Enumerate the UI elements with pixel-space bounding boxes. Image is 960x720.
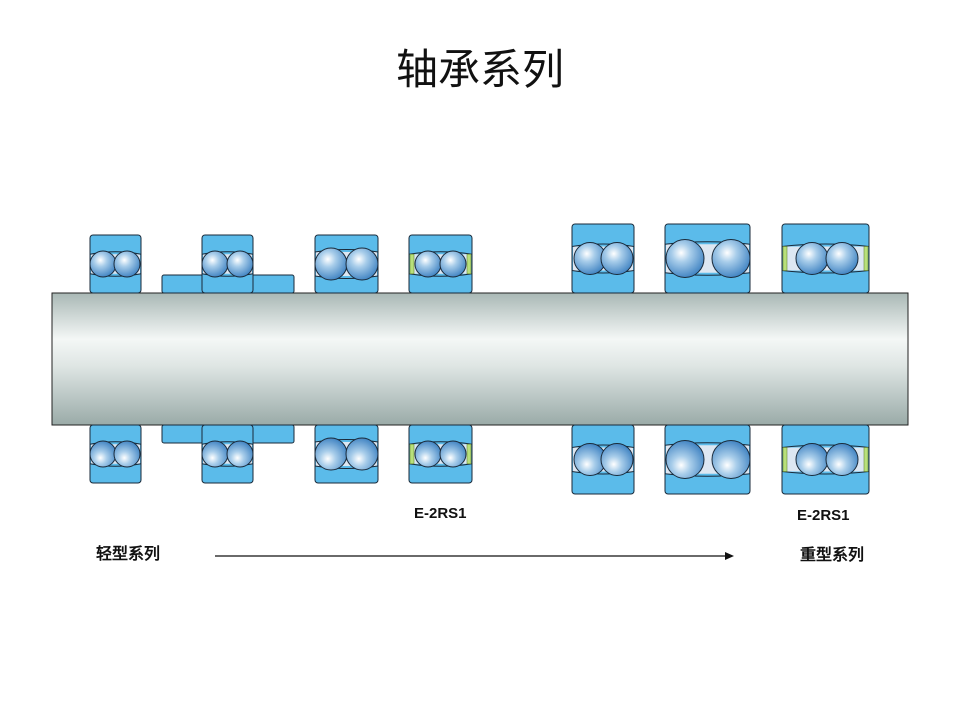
shaft (51, 292, 909, 426)
ball (226, 440, 254, 468)
ball (414, 250, 442, 278)
ball (113, 250, 141, 278)
seal (863, 246, 869, 271)
ball (439, 250, 467, 278)
ball (201, 440, 229, 468)
light-series-label: 轻型系列 (96, 544, 161, 563)
ball (600, 242, 634, 275)
ball (795, 443, 829, 476)
ball (711, 440, 751, 479)
ball (665, 440, 705, 479)
bearing-2-with-sleeve-bottom (161, 424, 295, 484)
bearing-1-bottom (89, 424, 142, 484)
seal (782, 246, 788, 271)
heavy-series-label: 重型系列 (800, 545, 865, 564)
ball (825, 443, 859, 476)
ball (113, 440, 141, 468)
bearing-2-with-sleeve-top (161, 234, 295, 294)
ball (201, 250, 229, 278)
seal (863, 447, 869, 472)
bearing-6-bottom (664, 424, 751, 495)
bearing-6-top (664, 223, 751, 294)
seal (466, 443, 472, 465)
bearing-4-sealed-top (408, 234, 473, 294)
ball (89, 250, 117, 278)
ball (314, 247, 348, 281)
seal (409, 443, 415, 465)
page-title: 轴承系列 (395, 45, 564, 94)
seal-label-heavy: E-2RS1 (797, 507, 850, 524)
ball (345, 247, 379, 281)
seal (409, 253, 415, 275)
bearing-3-bottom (314, 424, 379, 484)
progression-arrow (215, 552, 734, 560)
bearing-7-sealed-bottom (781, 424, 870, 495)
ball (414, 440, 442, 468)
ball (825, 242, 859, 275)
bearing-4-sealed-bottom (408, 424, 473, 484)
bearing-3-top (314, 234, 379, 294)
seal (466, 253, 472, 275)
ball (600, 443, 634, 476)
seal-label-light: E-2RS1 (414, 505, 467, 522)
bearing-5-bottom (571, 424, 635, 495)
bearing-1-top (89, 234, 142, 294)
ball (795, 242, 829, 275)
ball (345, 437, 379, 471)
ball (711, 239, 751, 278)
ball (439, 440, 467, 468)
seal (782, 447, 788, 472)
ball (89, 440, 117, 468)
ball (226, 250, 254, 278)
ball (314, 437, 348, 471)
ball (665, 239, 705, 278)
bearing-5-top (571, 223, 635, 294)
bearing-7-sealed-top (781, 223, 870, 294)
